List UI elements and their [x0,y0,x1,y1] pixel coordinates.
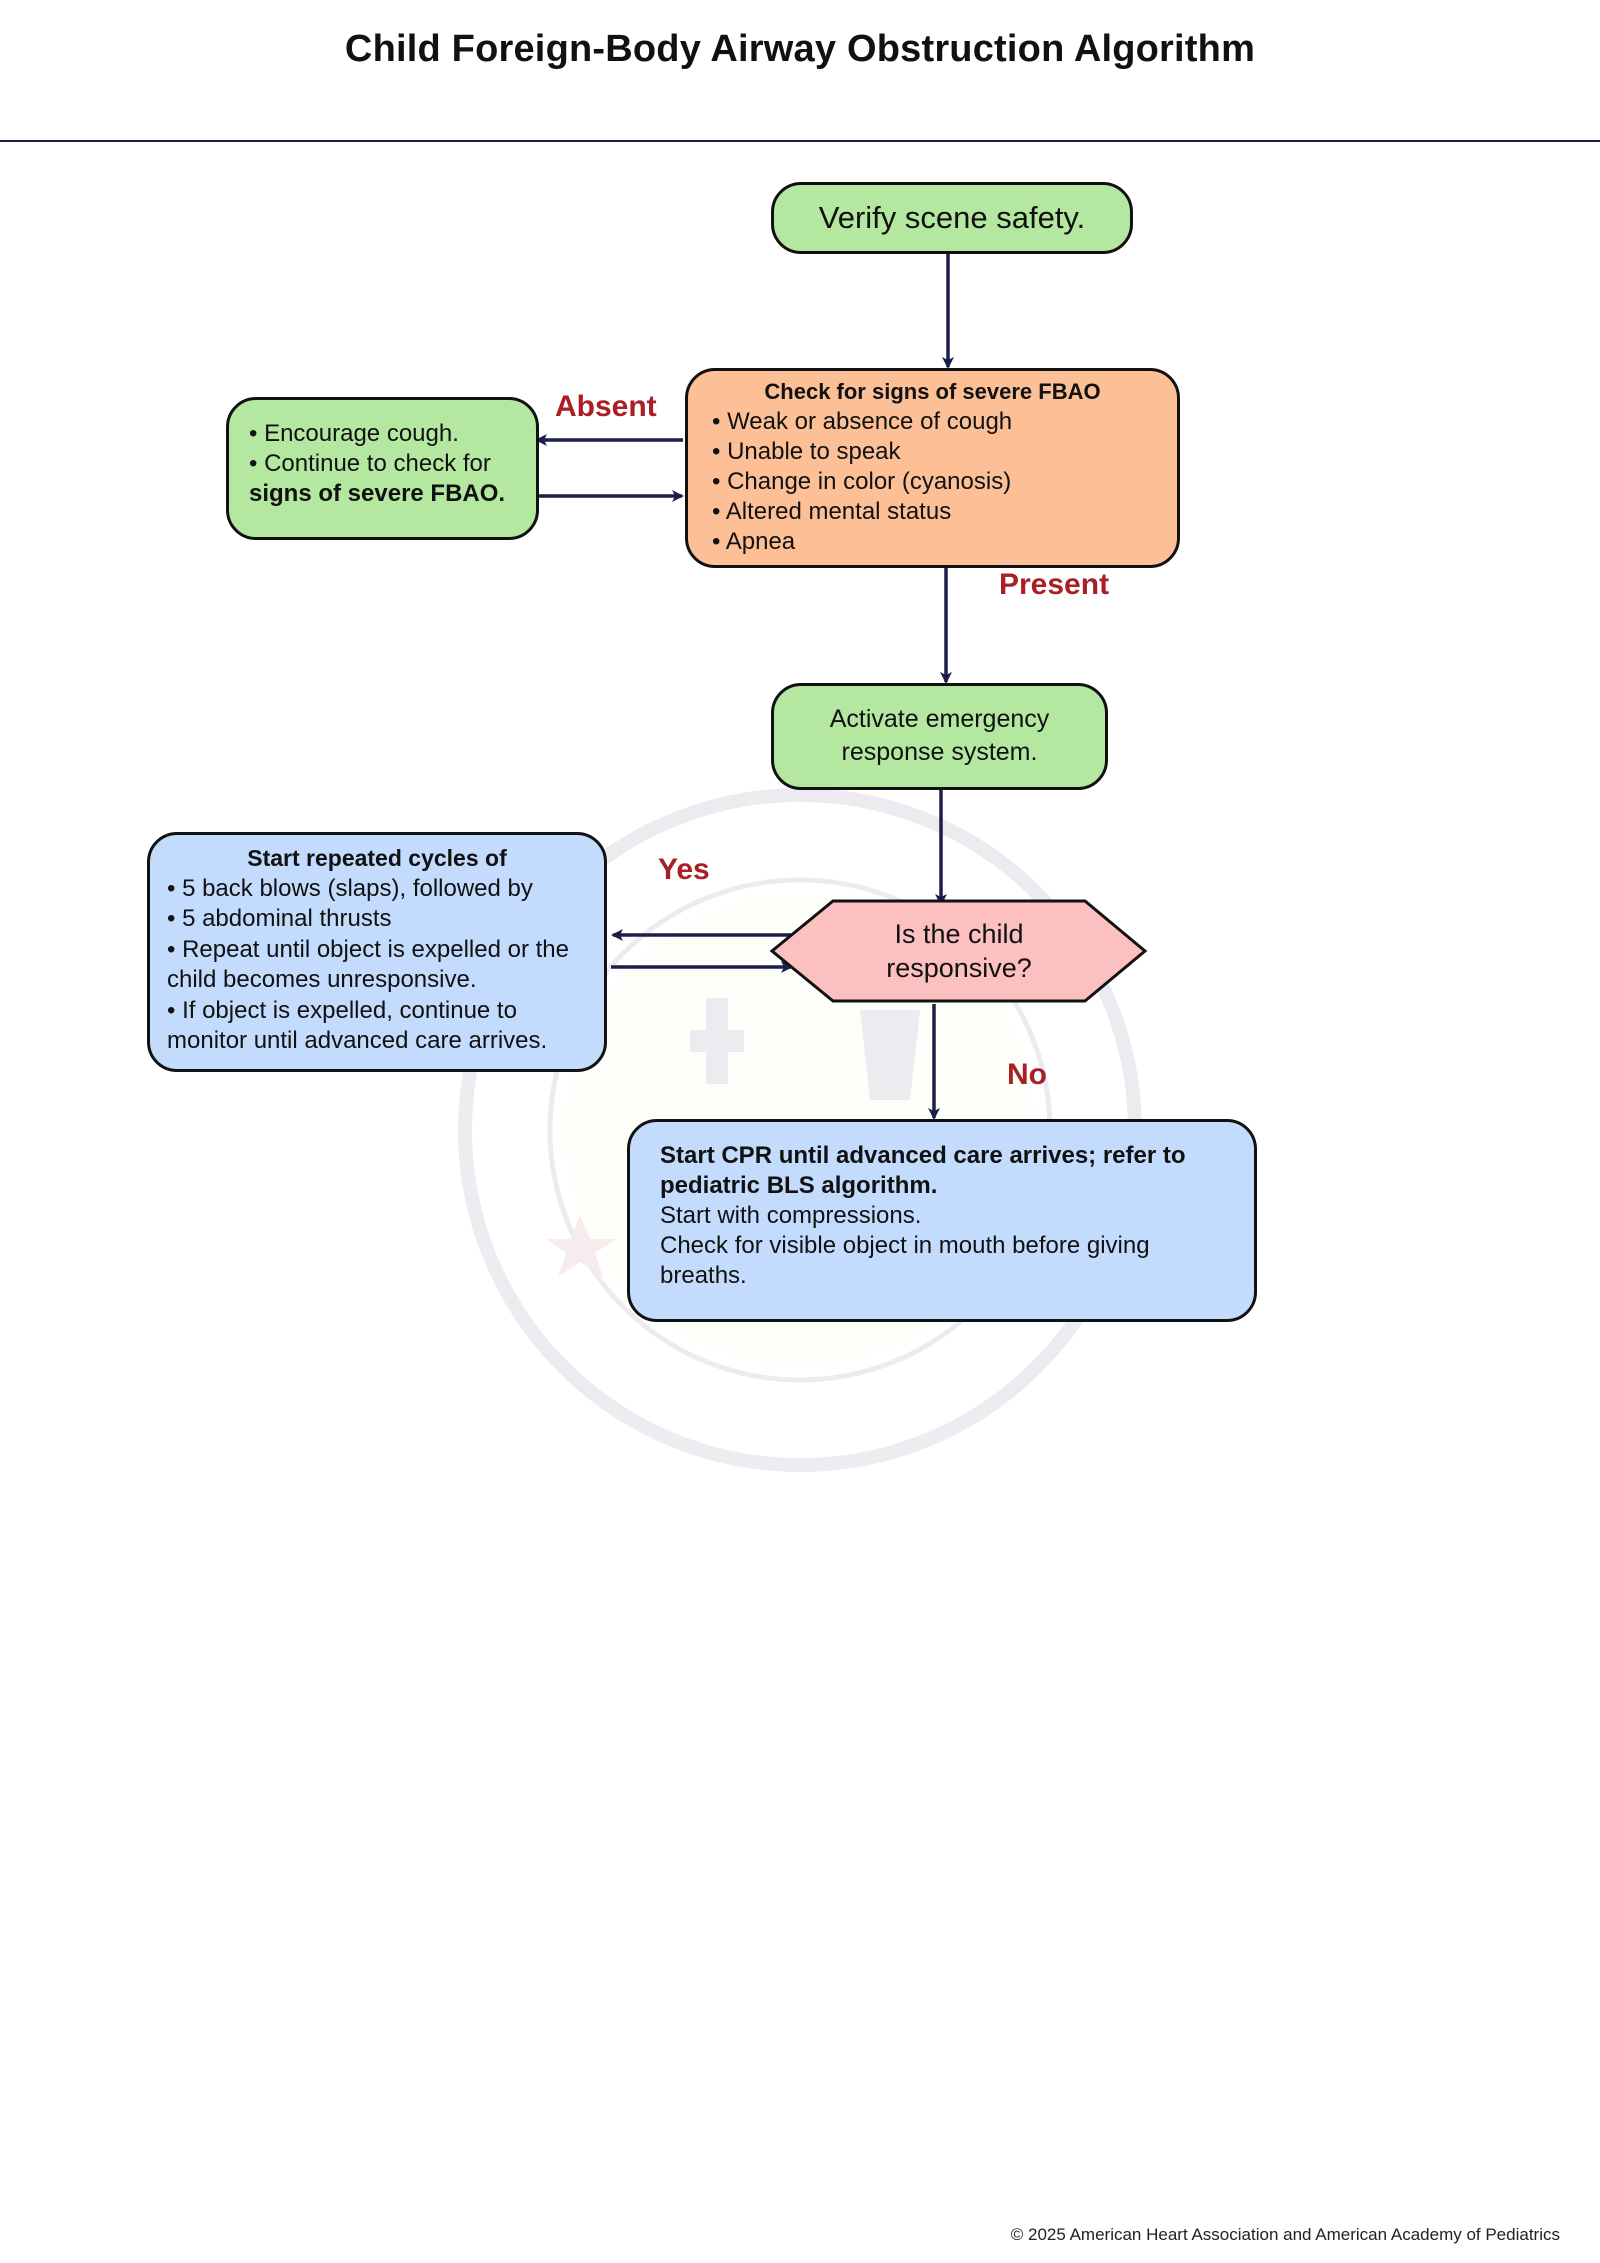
check-heading: Check for signs of severe FBAO [764,379,1101,404]
verify-scene-safety-box: Verify scene safety. [771,182,1133,254]
activate-line: response system. [841,738,1038,766]
branch-label-absent: Absent [555,390,657,423]
decision-hexagon [769,899,1148,1003]
cough-line: • Encourage cough. [249,420,459,447]
cycles-line: • 5 abdominal thrusts [167,905,392,932]
branch-label-present: Present [999,568,1110,601]
decision-text: Is the child responsive? [833,917,1085,985]
title-divider [0,140,1600,142]
cpr-line: breaths. [660,1262,747,1289]
decision-line: Is the child [894,919,1024,949]
check-item: • Weak or absence of cough [712,408,1013,435]
cpr-bold-line: pediatric BLS algorithm. [660,1172,938,1199]
verify-scene-safety-text: Verify scene safety. [818,200,1086,235]
start-cpr-box: Start CPR until advanced care arrives; r… [627,1119,1257,1322]
check-item: • Unable to speak [712,438,901,465]
copyright-footer: © 2025 American Heart Association and Am… [1010,2225,1560,2244]
check-item: • Apnea [712,528,796,555]
decision-line: responsive? [886,953,1032,983]
cpr-bold-line: Start CPR until advanced care arrives; r… [660,1142,1186,1169]
connector-arrows [535,253,954,1120]
cycles-line: monitor until advanced care arrives. [167,1027,548,1054]
cpr-line: Check for visible object in mouth before… [660,1232,1150,1259]
cough-line-bold: signs of severe FBAO. [249,480,506,507]
encourage-cough-box: • Encourage cough. • Continue to check f… [226,397,539,540]
cycles-line: • If object is expelled, continue to [167,996,517,1024]
branch-label-yes: Yes [658,853,710,886]
cycles-line: • Repeat until object is expelled or the [167,935,569,963]
repeated-cycles-box: Start repeated cycles of • 5 back blows … [147,832,607,1072]
check-item: • Change in color (cyanosis) [712,468,1012,495]
page-title: Child Foreign-Body Airway Obstruction Al… [344,28,1256,70]
cpr-line: Start with compressions. [660,1202,922,1229]
check-severe-fbao-box: Check for signs of severe FBAO • Weak or… [685,368,1180,568]
activate-emergency-box: Activate emergency response system. [771,683,1108,790]
cycles-heading: Start repeated cycles of [247,845,507,871]
cycles-line: child becomes unresponsive. [167,966,477,993]
cough-line: • Continue to check for [249,450,491,477]
activate-line: Activate emergency [829,705,1050,733]
branch-label-no: No [1007,1058,1047,1091]
cycles-line: • 5 back blows (slaps), followed by [167,874,533,902]
check-item: • Altered mental status [712,498,952,525]
